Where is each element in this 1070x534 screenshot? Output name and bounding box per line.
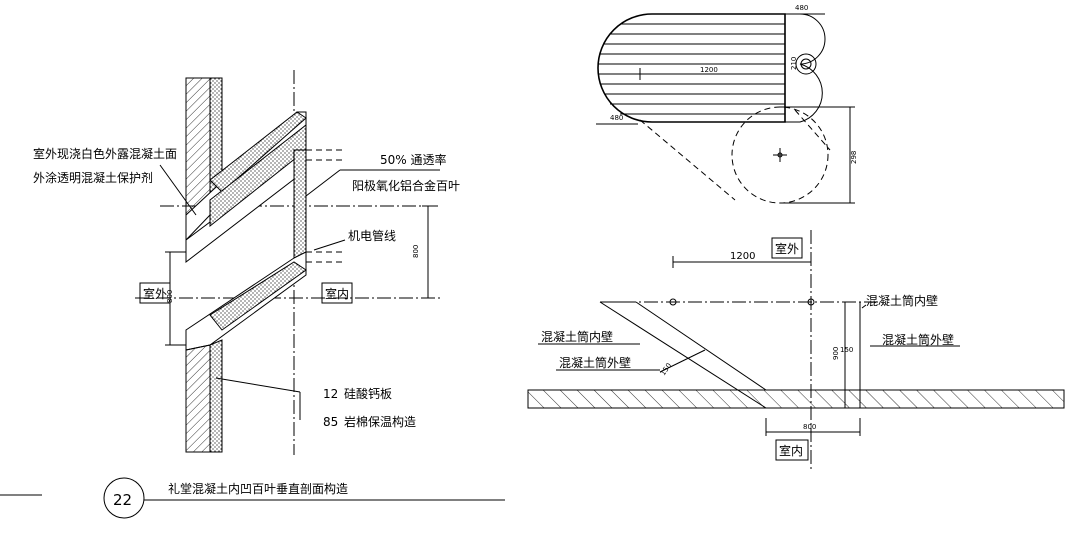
label-tube-outer-left: 混凝土筒外壁 (559, 355, 631, 370)
detail-number: 22 (113, 491, 132, 509)
title-block: 22 礼堂混凝土内凹百叶垂直剖面构造 (0, 477, 505, 519)
section-dim-900: 900 (832, 347, 840, 360)
section-dim-150-diag: 150 (659, 362, 673, 378)
label-board: 硅酸钙板 (344, 386, 392, 401)
label-tube-inner-top: 混凝土筒内壁 (866, 293, 938, 308)
plan-dim-top: 480 (795, 4, 808, 12)
label-insulation-thickness: 85 (323, 415, 338, 429)
label-outdoor-right: 室外 (775, 241, 799, 256)
section-dim-1200: 1200 (730, 251, 755, 262)
dim-800-vertical: 800 (412, 245, 420, 258)
top-right-plan: 1200 480 210 480 298 (596, 4, 858, 204)
outdoor-box-left (139, 282, 171, 304)
label-tube-inner-left: 混凝土筒内壁 (541, 329, 613, 344)
detail-title: 礼堂混凝土内凹百叶垂直剖面构造 (168, 481, 348, 496)
bottom-right-section: 1200 室外 900 150 150 800 室内 (527, 230, 1065, 470)
outdoor-box-right (771, 237, 803, 259)
ground-slab (527, 389, 1065, 409)
left-wall-section: 800 800 室外现浇白色外露混凝土面 外涂透明混凝土保护剂 50% 通透率 … (33, 70, 460, 455)
label-outdoor-left: 室外 (143, 286, 167, 301)
label-exterior-concrete-1: 室外现浇白色外露混凝土面 (33, 146, 177, 161)
plan-dim-1200: 1200 (700, 66, 718, 74)
indoor-box-right (775, 439, 809, 461)
section-dim-800: 800 (803, 423, 816, 431)
label-indoor-right: 室内 (779, 443, 803, 458)
detail-number-circle (103, 477, 145, 519)
label-indoor-left: 室内 (325, 286, 349, 301)
plan-slats (598, 23, 785, 115)
label-tube-outer-right: 混凝土筒外壁 (882, 332, 954, 347)
plan-dim-right-small: 210 (790, 57, 798, 70)
plan-dim-left-small: 480 (610, 114, 623, 122)
label-louver: 阳极氧化铝合金百叶 (352, 178, 460, 193)
label-exterior-concrete-2: 外涂透明混凝土保护剂 (33, 170, 153, 185)
plan-dim-298: 298 (850, 151, 858, 164)
label-board-thickness: 12 (323, 387, 338, 401)
label-mep: 机电管线 (348, 228, 396, 243)
section-dim-150-vertical: 150 (840, 346, 853, 354)
label-permeability: 50% 通透率 (380, 152, 447, 167)
indoor-box-left (321, 282, 353, 304)
label-insulation: 岩棉保温构造 (344, 414, 416, 429)
